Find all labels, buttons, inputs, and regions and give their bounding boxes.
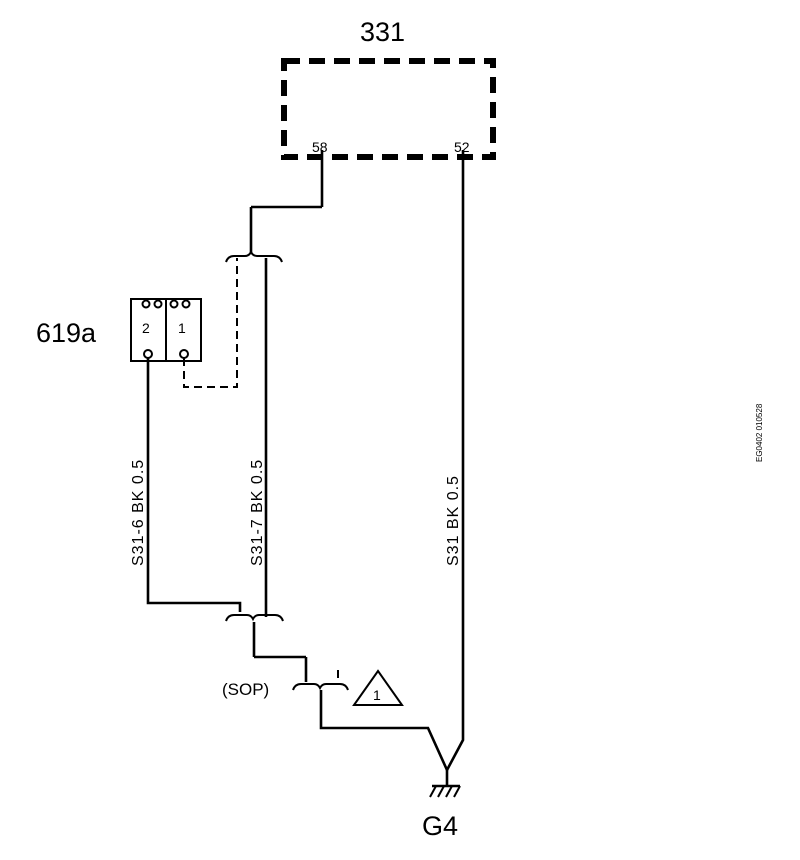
- ground-g4: G4: [422, 770, 461, 841]
- wire-s31-6: [146, 358, 242, 612]
- pin-52-label: 52: [454, 139, 470, 155]
- note-number: 1: [373, 687, 381, 703]
- wire-s31-6-label: S31-6 BK 0.5: [130, 459, 147, 566]
- wire-58-to-junction: [249, 150, 324, 254]
- splice-bracket: [292, 683, 349, 691]
- dashed-wire-pin-1: [183, 258, 238, 388]
- wire-s31-7-label: S31-7 BK 0.5: [249, 459, 266, 566]
- wire-s31-label: S31 BK 0.5: [445, 475, 462, 566]
- wire-splice-to-ground: [319, 690, 449, 771]
- ground-label: G4: [422, 811, 458, 841]
- connector-619a: 619a 2 1: [36, 298, 202, 362]
- terminal-top-icon: [141, 299, 151, 309]
- pin-58-label: 58: [312, 139, 328, 155]
- component-331-label: 331: [360, 17, 405, 47]
- terminal-top-icon: [181, 299, 191, 309]
- splice-sop: (SOP) 1: [222, 669, 404, 706]
- connector-619a-label: 619a: [36, 318, 97, 348]
- note-triangle-icon: [352, 669, 404, 706]
- ground-icon: [429, 785, 461, 798]
- wire-s31: [445, 150, 465, 771]
- terminal-top-icon: [169, 299, 179, 309]
- component-331: 331 58 52: [281, 17, 496, 160]
- wire-to-splice: [252, 622, 308, 682]
- terminal-top-icon: [153, 299, 163, 309]
- side-reference-code: EG0402 010528: [755, 403, 764, 462]
- pin-2-terminal-icon: [143, 349, 153, 359]
- component-331-box: [281, 58, 496, 160]
- splice-label: (SOP): [222, 680, 269, 699]
- pin-1-terminal-icon: [179, 349, 189, 359]
- connector-pin-2-label: 2: [142, 320, 150, 336]
- lower-connector-bracket: [225, 614, 284, 622]
- upper-connector-bracket: [225, 249, 283, 263]
- connector-pin-1-label: 1: [178, 320, 186, 336]
